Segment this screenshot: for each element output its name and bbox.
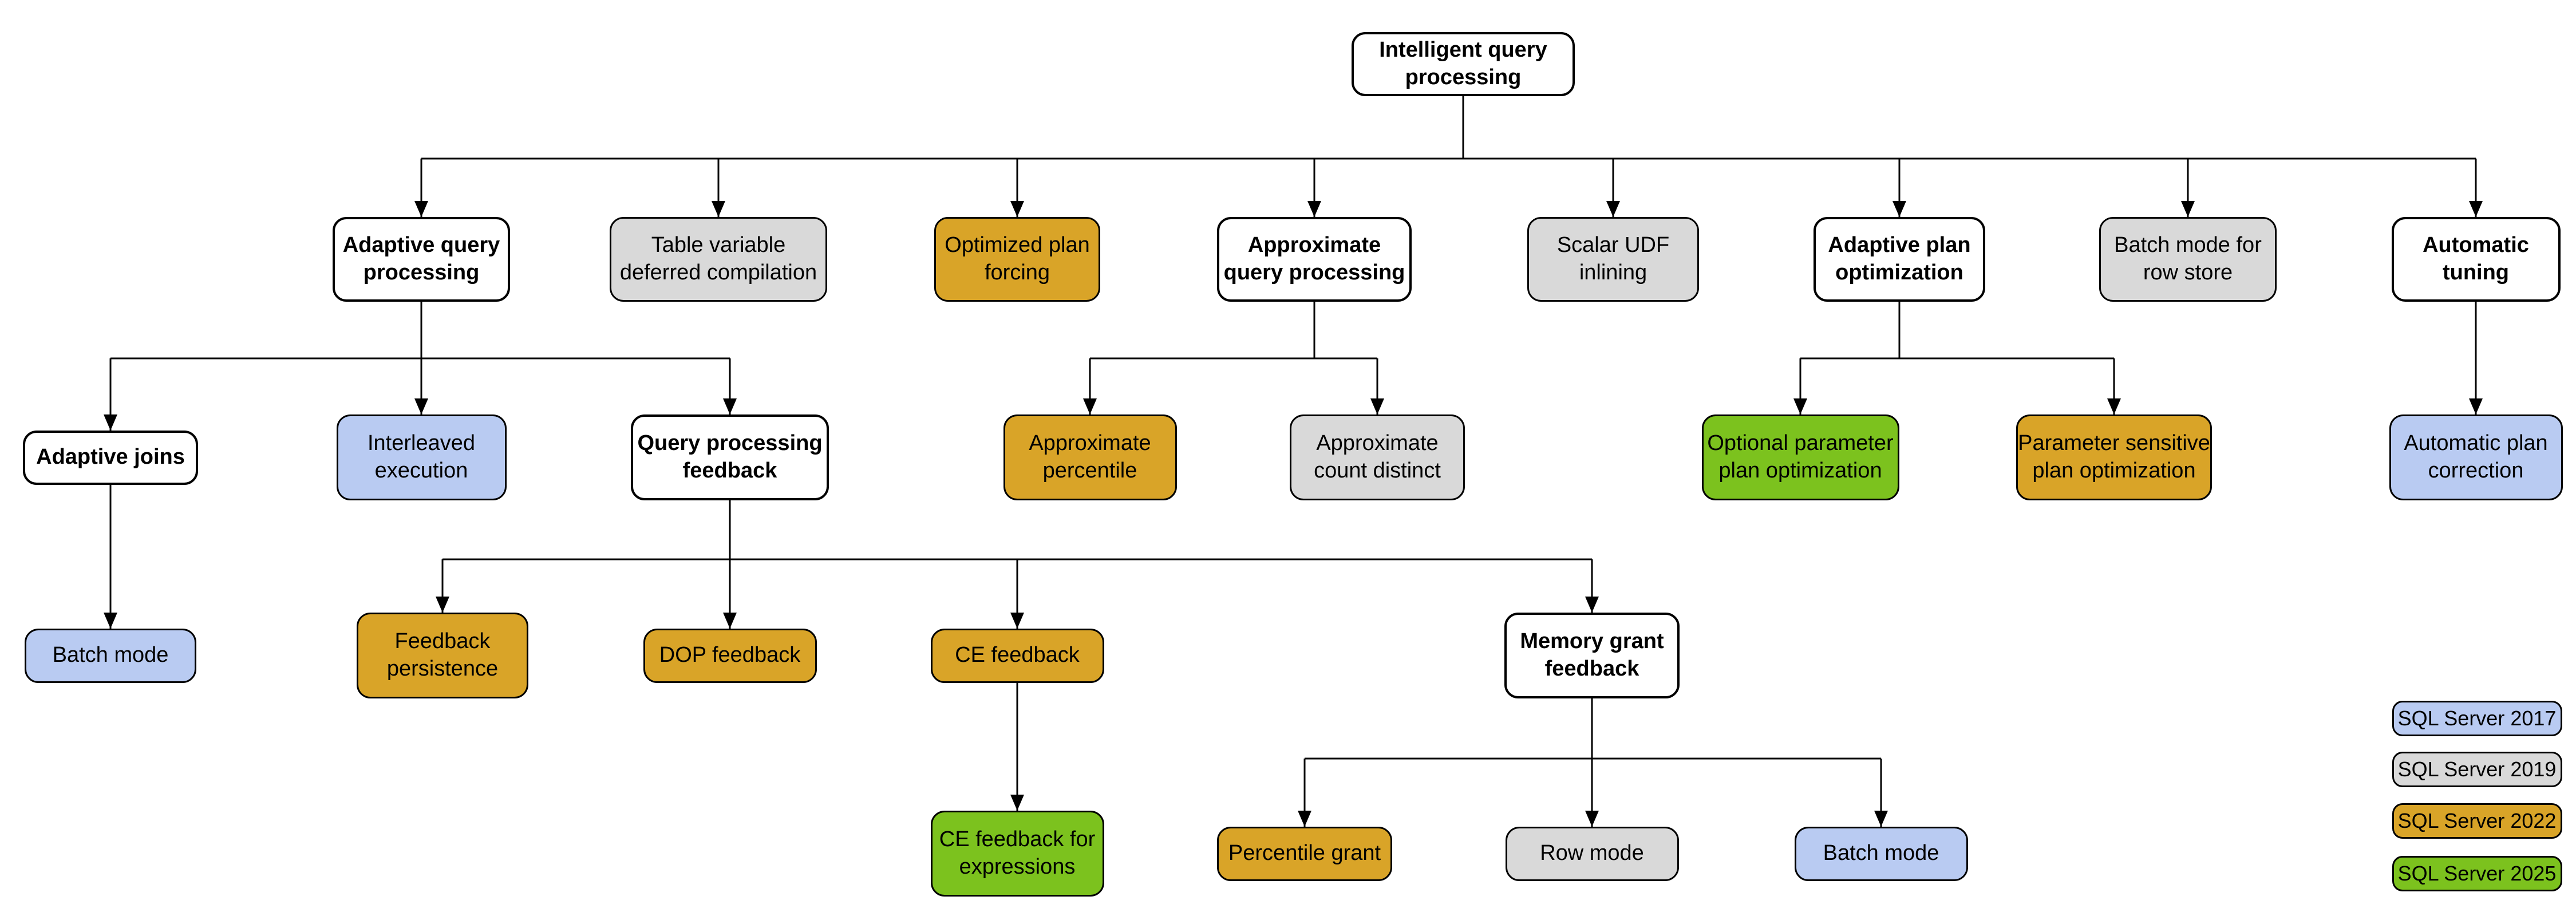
node-approximate-percentile: Approximate percentile [1003,414,1177,500]
node-interleaved-execution: Interleaved execution [336,414,507,500]
node-feedback-persistence: Feedback persistence [357,613,528,698]
node-ce-feedback-for-expressions: CE feedback for expressions [930,811,1104,897]
node-table-variable-deferred-compilation: Table variable deferred compilation [610,217,827,302]
node-query-processing-feedback: Query processing feedback [631,414,829,500]
node-optional-parameter-plan-optimization: Optional parameter plan optimization [1701,414,1899,500]
node-optimized-plan-forcing: Optimized plan forcing [934,217,1100,302]
node-ce-feedback: CE feedback [930,628,1104,683]
node-intelligent-query-processing: Intelligent query processing [1352,32,1575,96]
node-batch-mode-memory-grant: Batch mode [1794,826,1968,881]
node-percentile-grant: Percentile grant [1217,826,1392,881]
node-approximate-query-processing: Approximate query processing [1217,217,1412,302]
node-dop-feedback: DOP feedback [643,628,817,683]
node-memory-grant-feedback: Memory grant feedback [1504,613,1680,698]
node-scalar-udf-inlining: Scalar UDF inlining [1527,217,1699,302]
node-approximate-count-distinct: Approximate count distinct [1290,414,1465,500]
legend-item-sql-server-2019: SQL Server 2019 [2392,752,2562,787]
legend-item-sql-server-2017: SQL Server 2017 [2392,701,2562,736]
legend-item-sql-server-2025: SQL Server 2025 [2392,856,2562,891]
node-adaptive-plan-optimization: Adaptive plan optimization [1814,217,1985,302]
legend-item-sql-server-2022: SQL Server 2022 [2392,803,2562,839]
node-adaptive-query-processing: Adaptive query processing [333,217,510,302]
node-batch-mode-adaptive-joins: Batch mode [25,628,196,683]
node-automatic-tuning: Automatic tuning [2391,217,2561,302]
node-row-mode: Row mode [1505,826,1679,881]
node-parameter-sensitive-plan-optimization: Parameter sensitive plan optimization [2016,414,2212,500]
node-automatic-plan-correction: Automatic plan correction [2389,414,2563,500]
node-adaptive-joins: Adaptive joins [23,430,198,485]
node-batch-mode-for-row-store: Batch mode for row store [2099,217,2277,302]
